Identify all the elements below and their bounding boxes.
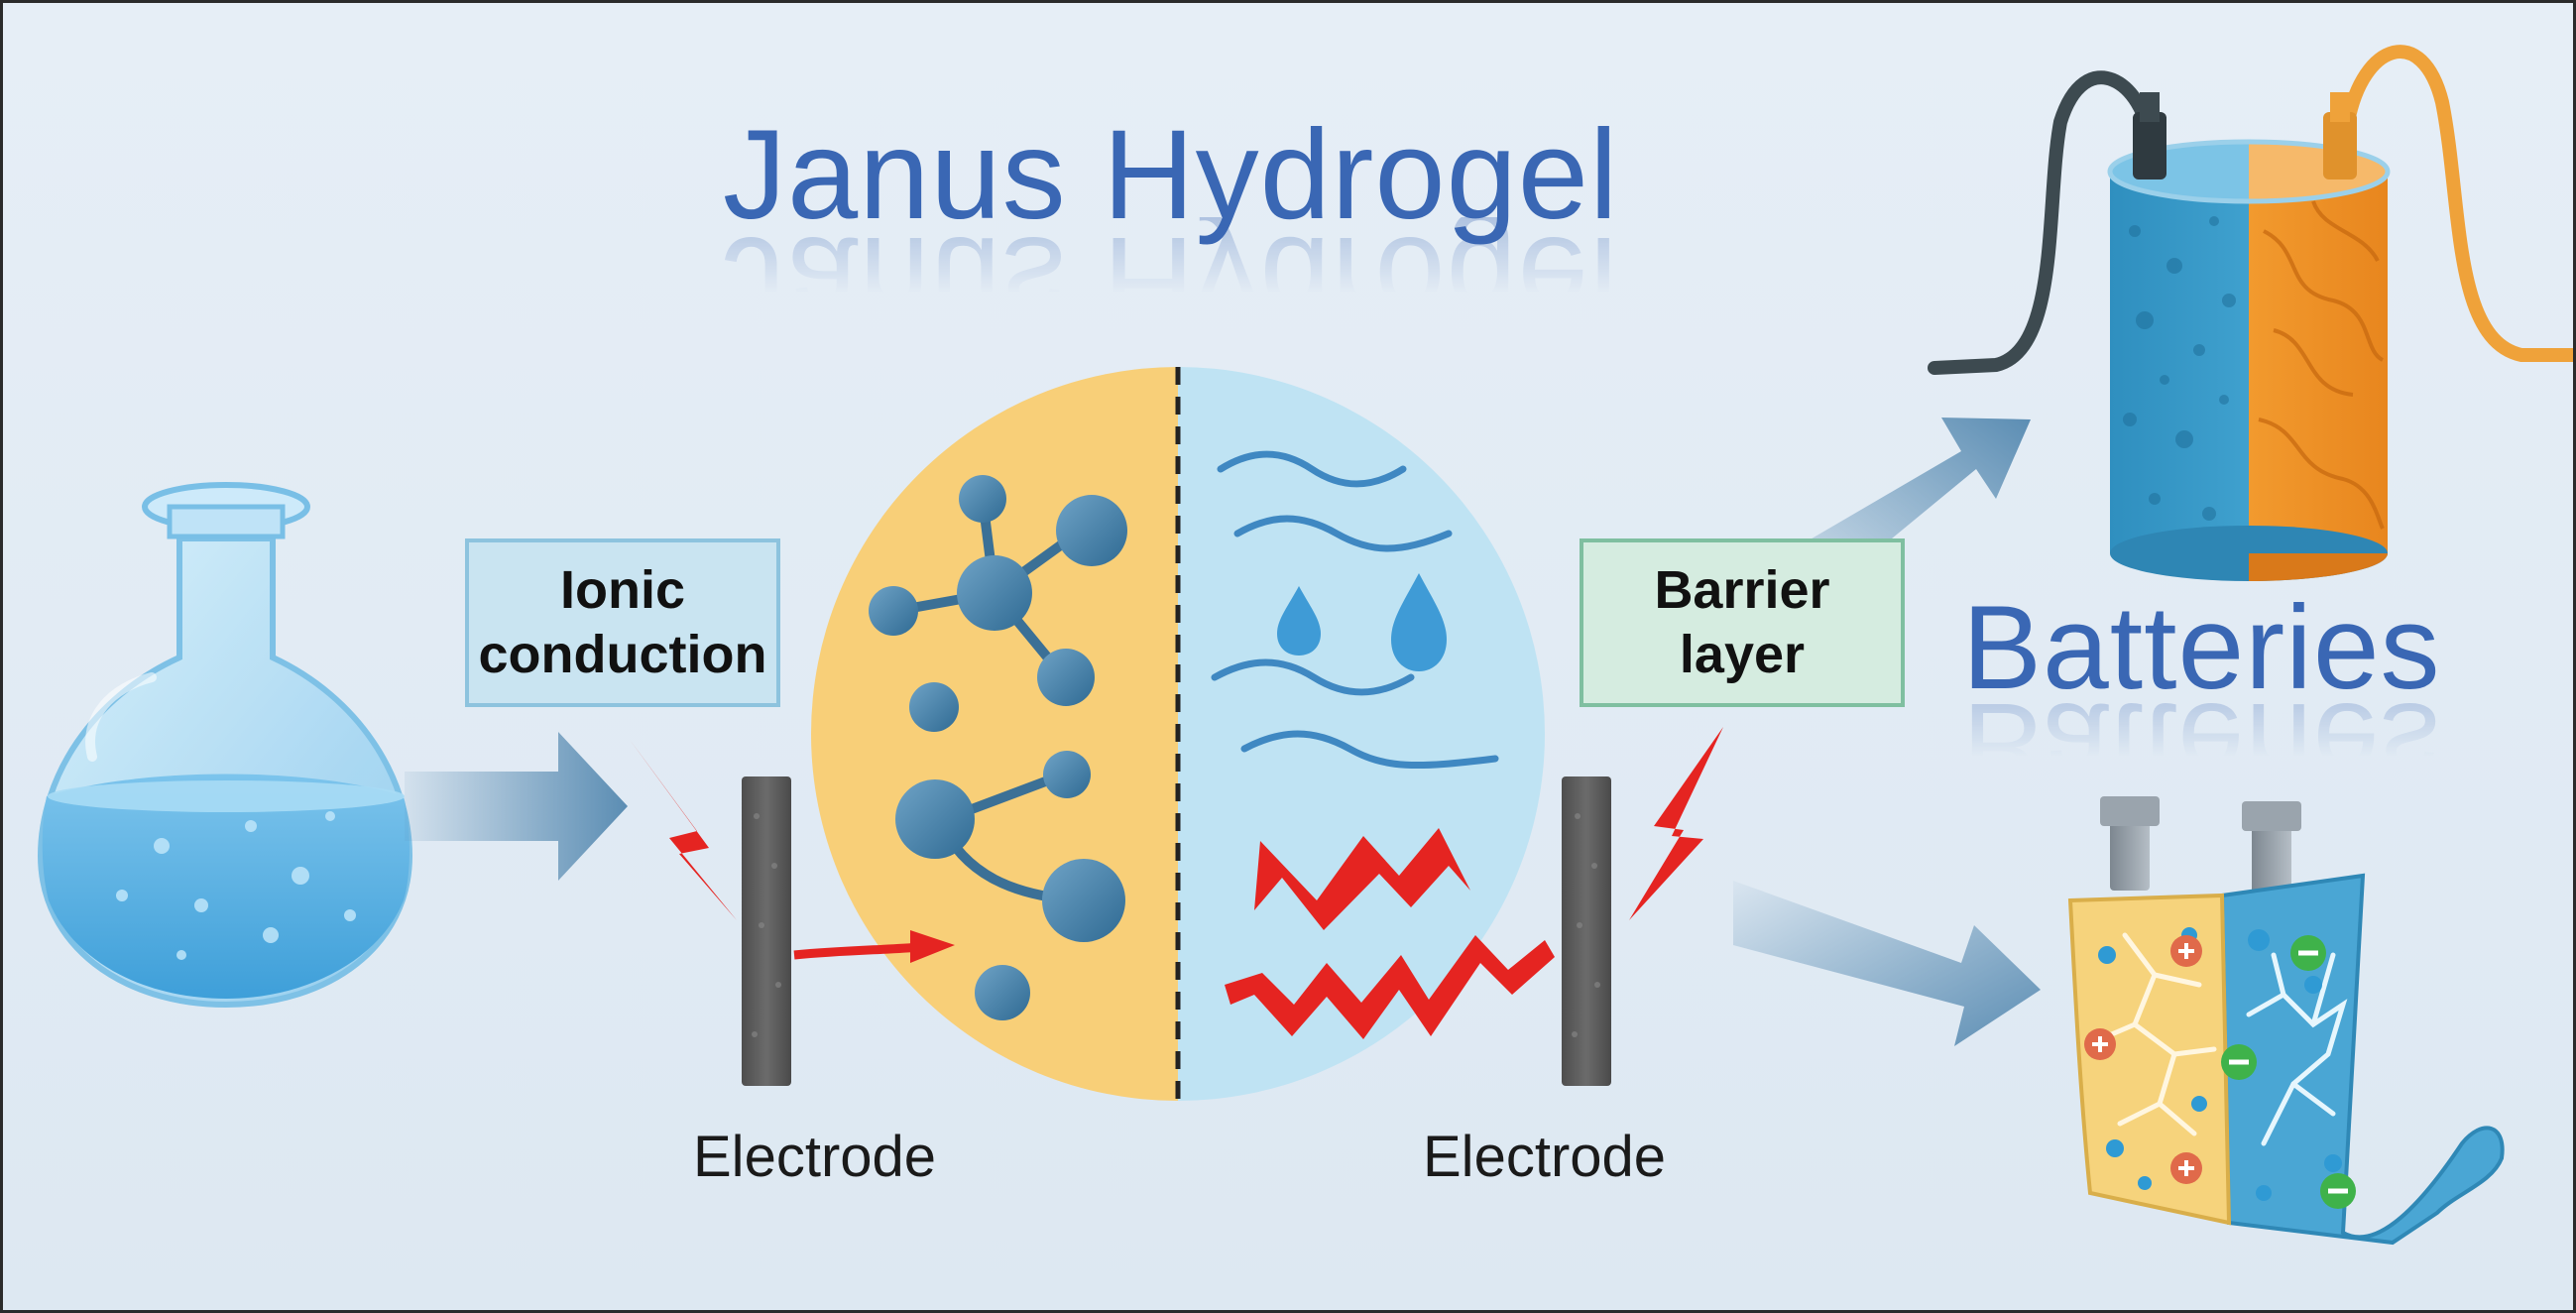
arrow-icon xyxy=(405,732,628,881)
negative-ion-icon xyxy=(2221,935,2356,1209)
diagram-art xyxy=(37,45,2573,1246)
current-arrow-icon xyxy=(793,930,955,963)
electrode-right-icon xyxy=(1562,776,1611,1086)
water-drop-icon xyxy=(1277,573,1447,671)
arrow-icon xyxy=(1733,881,2041,1046)
battery-cylinder-icon xyxy=(1928,45,2573,581)
flask-icon xyxy=(37,482,413,1009)
molecule-icon xyxy=(869,475,1127,1020)
arrow-icon xyxy=(1778,418,2031,608)
janus-hydrogel-circle xyxy=(811,367,1545,1101)
positive-ion-icon xyxy=(2084,935,2202,1184)
lightning-icon xyxy=(628,727,1723,1039)
water-wave-icon xyxy=(1211,450,1499,770)
flexible-battery-icon xyxy=(2067,796,2505,1246)
electrode-left-icon xyxy=(742,776,791,1086)
